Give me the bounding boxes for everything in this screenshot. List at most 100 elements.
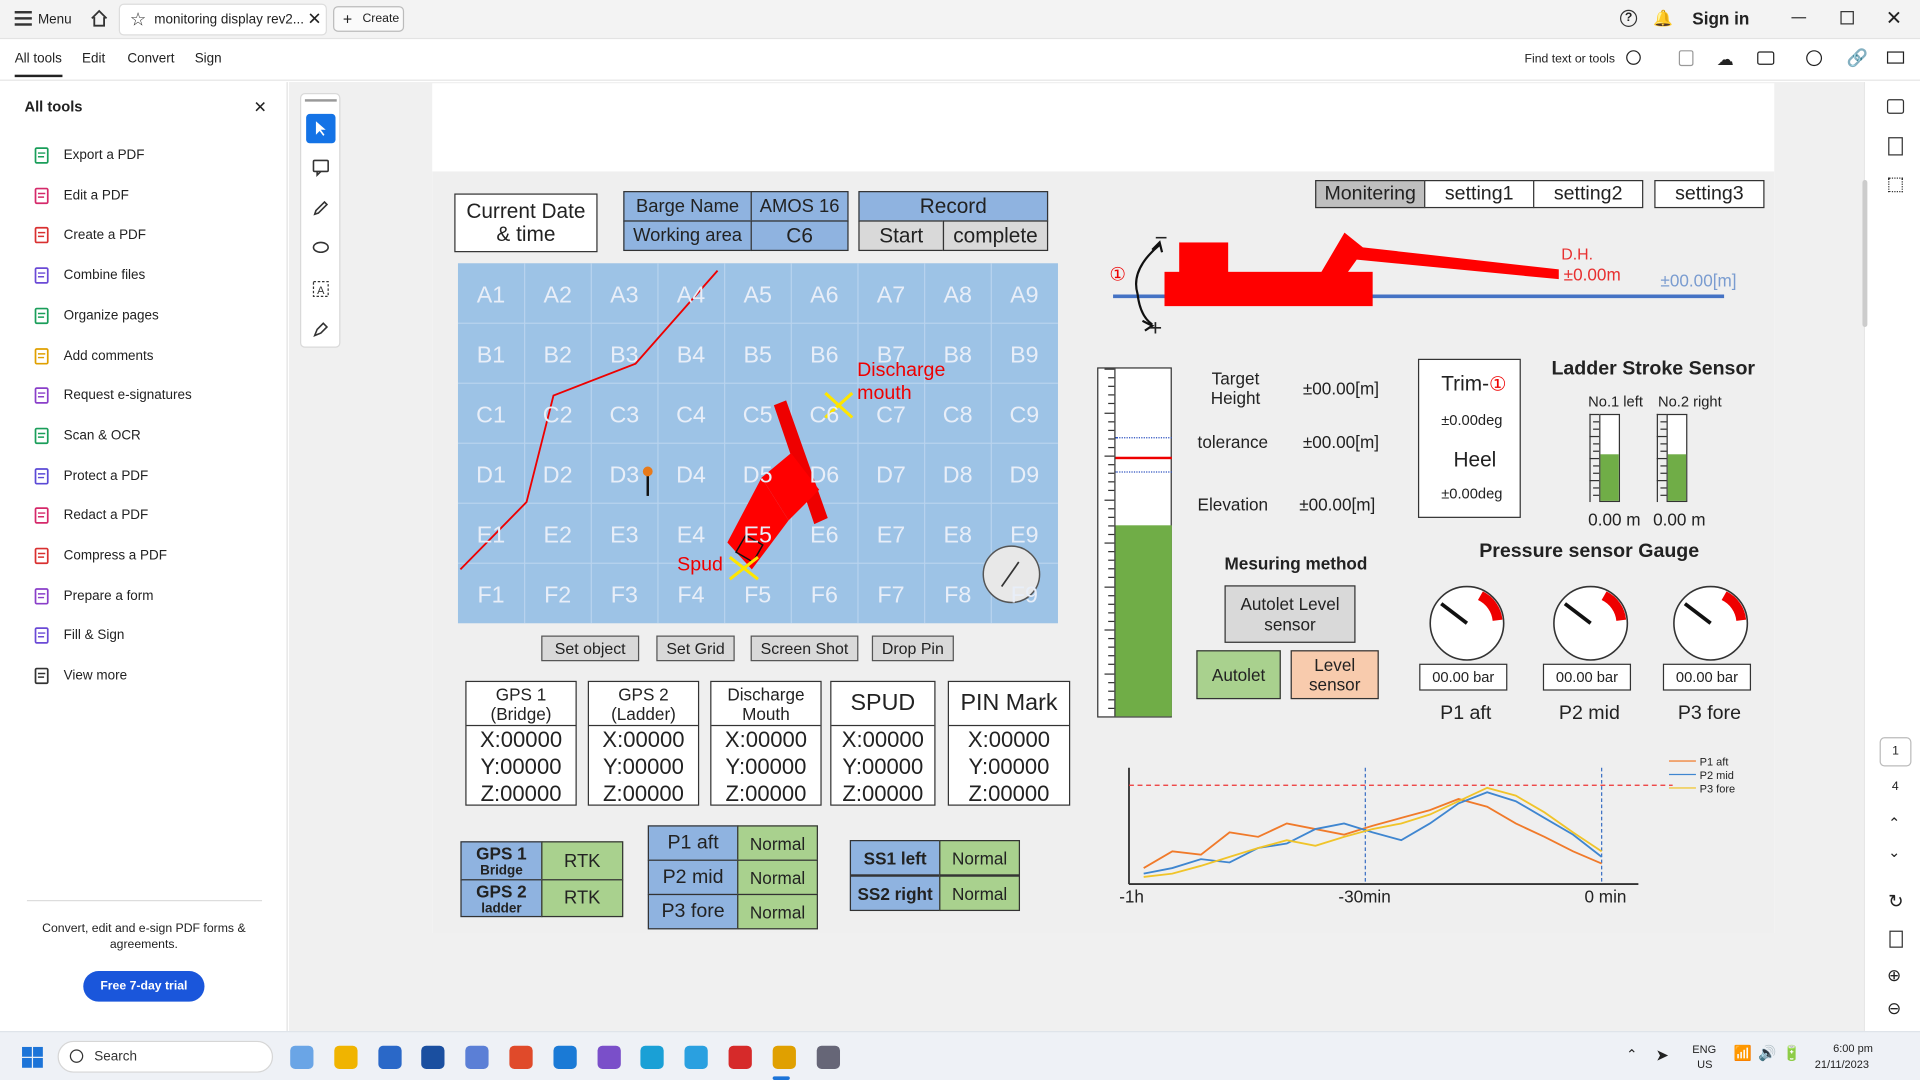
tool-redact-a-pdf[interactable]: Redact a PDF <box>32 504 148 528</box>
zoom-out-icon[interactable]: ⊖ <box>1886 997 1902 1018</box>
bell-icon[interactable]: 🔔 <box>1653 8 1673 27</box>
maximize-icon[interactable] <box>1840 11 1854 25</box>
settings-icon[interactable] <box>816 1045 840 1069</box>
store-icon[interactable] <box>377 1045 402 1069</box>
page-number-input[interactable]: 1 <box>1879 737 1912 767</box>
set-grid-button[interactable]: Set Grid <box>656 635 735 662</box>
tool-request-e-signatures[interactable]: Request e-signatures <box>32 383 192 407</box>
zoom-in-icon[interactable]: ⊕ <box>1886 964 1902 985</box>
lang-region[interactable]: US <box>1697 1057 1713 1071</box>
dh-label: D.H. <box>1561 244 1594 264</box>
tool-fill-sign[interactable]: Fill & Sign <box>32 624 124 648</box>
tool-export-a-pdf[interactable]: Export a PDF <box>32 143 145 167</box>
menu-sign[interactable]: Sign <box>194 51 222 67</box>
stamp-tool-icon[interactable] <box>306 315 335 344</box>
document-icon[interactable] <box>1889 930 1903 948</box>
bookmark-icon[interactable] <box>1888 137 1903 156</box>
lang-code[interactable]: ENG <box>1692 1043 1717 1056</box>
telegram-icon[interactable] <box>640 1045 665 1069</box>
record-complete-button[interactable]: complete <box>942 220 1049 252</box>
menu-edit[interactable]: Edit <box>82 51 106 67</box>
document-tab[interactable]: ☆ monitoring display rev2... ✕ <box>118 3 327 36</box>
screen-shot-button[interactable]: Screen Shot <box>750 635 859 662</box>
tool-scan-ocr[interactable]: Scan & OCR <box>32 424 141 448</box>
upload-cloud-icon[interactable]: ☁ <box>1716 48 1734 69</box>
share-user-icon[interactable] <box>1806 50 1823 67</box>
clock-date[interactable]: 21/11/2023 <box>1814 1057 1870 1071</box>
rotate-icon[interactable]: ↻ <box>1888 891 1904 913</box>
tool-protect-a-pdf[interactable]: Protect a PDF <box>32 464 148 488</box>
export-pdf-icon <box>32 146 52 166</box>
sign-in-button[interactable]: Sign in <box>1692 8 1750 29</box>
file-explorer-icon[interactable] <box>334 1045 358 1069</box>
close-panel-icon[interactable]: ✕ <box>253 97 267 117</box>
tab-setting2[interactable]: setting2 <box>1533 180 1644 209</box>
grid-cell-label: E6 <box>810 522 839 549</box>
scrollbar-thumb[interactable] <box>1862 180 1868 327</box>
taskbar-search[interactable]: Search <box>57 1040 274 1073</box>
create-button[interactable]: + Create <box>333 6 405 32</box>
copilot-icon[interactable] <box>290 1045 314 1069</box>
home-icon[interactable] <box>89 9 109 29</box>
save-icon[interactable] <box>1678 50 1694 67</box>
menu-all-tools[interactable]: All tools <box>14 51 62 78</box>
notepad-icon[interactable] <box>684 1045 708 1069</box>
set-object-button[interactable]: Set object <box>541 635 640 662</box>
level-sensor-option-button[interactable]: Level sensor <box>1290 650 1379 700</box>
acrobat-icon[interactable] <box>728 1045 752 1069</box>
tool-combine-files[interactable]: Combine files <box>32 263 145 287</box>
comments-panel-icon[interactable] <box>1886 99 1905 114</box>
tool-label: Protect a PDF <box>63 468 149 484</box>
outlook-icon[interactable] <box>553 1045 577 1069</box>
wifi-icon[interactable]: 📶 <box>1733 1044 1753 1062</box>
volume-icon[interactable]: 🔊 <box>1758 1044 1777 1062</box>
tool-compress-a-pdf[interactable]: Compress a PDF <box>32 544 167 568</box>
menu-label[interactable]: Menu <box>37 12 72 27</box>
email-icon[interactable] <box>1886 51 1905 64</box>
tool-view-more[interactable]: View more <box>32 664 127 688</box>
help-icon[interactable]: ? <box>1620 9 1638 27</box>
free-trial-button[interactable]: Free 7-day trial <box>83 971 205 1002</box>
chevron-down-icon[interactable]: ⌄ <box>1888 843 1901 861</box>
chrome-icon[interactable] <box>509 1045 533 1069</box>
grid-cell-label: A9 <box>1010 282 1039 309</box>
windows-start-icon[interactable] <box>22 1046 43 1068</box>
search-icon[interactable] <box>1626 50 1641 65</box>
chevron-up-icon[interactable]: ⌃ <box>1626 1048 1638 1063</box>
clock-time[interactable]: 6:00 pm <box>1833 1042 1873 1055</box>
find-label[interactable]: Find text or tools <box>1524 52 1616 67</box>
record-start-button[interactable]: Start <box>858 220 945 252</box>
tool-prepare-a-form[interactable]: Prepare a form <box>32 584 154 608</box>
powerpoint-icon[interactable] <box>772 1045 796 1069</box>
select-tool-icon[interactable] <box>306 113 336 144</box>
battery-icon[interactable]: 🔋 <box>1782 1044 1802 1062</box>
print-icon[interactable] <box>1757 51 1775 65</box>
vpn-icon[interactable] <box>465 1045 489 1069</box>
close-tab-icon[interactable]: ✕ <box>307 8 322 29</box>
lasso-tool-icon[interactable] <box>306 234 335 263</box>
thumbnails-icon[interactable] <box>1888 177 1903 193</box>
visual-studio-icon[interactable] <box>597 1045 621 1069</box>
minimize-icon[interactable] <box>1791 17 1807 19</box>
tool-create-a-pdf[interactable]: Create a PDF <box>32 223 146 247</box>
tab-monitering[interactable]: Monitering <box>1315 180 1426 209</box>
menu-icon[interactable] <box>14 11 32 26</box>
star-icon[interactable]: ☆ <box>129 9 147 31</box>
link-icon[interactable]: 🔗 <box>1846 47 1868 68</box>
drop-pin-button[interactable]: Drop Pin <box>871 635 954 662</box>
tool-edit-a-pdf[interactable]: Edit a PDF <box>32 183 129 207</box>
comment-tool-icon[interactable] <box>306 153 335 182</box>
close-window-icon[interactable]: ✕ <box>1885 8 1903 30</box>
menu-convert[interactable]: Convert <box>127 51 175 67</box>
location-icon[interactable]: ➤ <box>1655 1045 1669 1065</box>
teams-icon[interactable] <box>421 1045 445 1069</box>
chevron-up-icon[interactable]: ⌃ <box>1888 814 1901 832</box>
text-select-icon[interactable]: A <box>306 274 335 303</box>
tool-organize-pages[interactable]: Organize pages <box>32 303 159 327</box>
tab-setting3[interactable]: setting3 <box>1654 180 1765 209</box>
tool-add-comments[interactable]: Add comments <box>32 343 154 367</box>
tab-setting1[interactable]: setting1 <box>1424 180 1535 209</box>
pen-tool-icon[interactable] <box>306 193 335 222</box>
autolet-option-button[interactable]: Autolet <box>1196 650 1281 700</box>
